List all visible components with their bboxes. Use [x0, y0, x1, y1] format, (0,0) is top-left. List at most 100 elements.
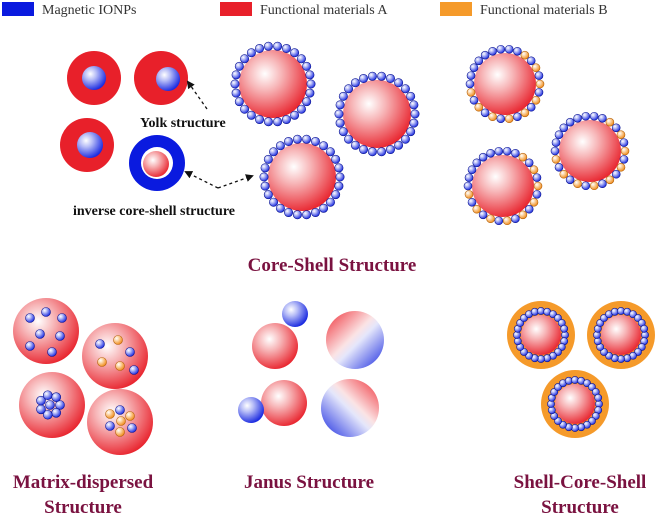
- matrix-dispersed-title-line2: Structure: [44, 497, 122, 518]
- magnetic-nanoparticle: [480, 108, 490, 118]
- magnetic-nanoparticle: [325, 147, 335, 157]
- magnetic-nanoparticle: [496, 114, 506, 124]
- material-b-nanoparticle: [589, 181, 599, 191]
- magnetic-nanoparticle: [57, 313, 67, 323]
- magnetic-nanoparticle: [554, 130, 564, 140]
- core: [601, 315, 641, 355]
- janus-dimer: [238, 380, 307, 426]
- magnetic-nanoparticle: [472, 158, 482, 168]
- magnetic-nanoparticle: [51, 408, 62, 418]
- magnetic-nanoparticle: [611, 169, 621, 179]
- magnetic-nanoparticle: [55, 400, 65, 410]
- magnetic-nanoparticle: [51, 392, 62, 402]
- material-b-nanoparticle: [115, 361, 125, 371]
- magnetic-nanoparticle: [350, 140, 360, 150]
- core: [239, 50, 307, 118]
- magnetic-nanoparticle: [240, 54, 250, 64]
- magnetic-nanoparticle: [467, 197, 477, 207]
- magnetic-nanoparticle: [554, 162, 564, 172]
- magnetic-nanoparticle: [263, 190, 273, 200]
- magnetic-nanoparticle: [469, 95, 479, 105]
- magnetic-nanoparticle: [464, 173, 474, 182]
- material-b-nanoparticle: [504, 114, 514, 124]
- legend-swatch-magnetic: [2, 2, 34, 16]
- magnetic-nanoparticle: [524, 204, 534, 214]
- magnetic-nanoparticle: [42, 409, 53, 420]
- magnetic-nanoparticle: [273, 41, 283, 51]
- magnetic-nanoparticle: [296, 104, 306, 114]
- magnetic-nanoparticle: [275, 141, 285, 151]
- magnetic-nanoparticle: [504, 44, 514, 54]
- magnetic-nanoparticle: [231, 88, 241, 98]
- magnetic-nanoparticle: [115, 405, 125, 415]
- magnetic-nanoparticle: [619, 138, 629, 147]
- magnetic-nanoparticle: [292, 134, 302, 144]
- magnetic-nanoparticle: [231, 70, 241, 80]
- magnetic-nanoparticle: [25, 313, 35, 323]
- material-b-nanoparticle: [472, 204, 482, 214]
- legend-swatch-material-a: [220, 2, 252, 16]
- magnetic-nanoparticle: [465, 79, 475, 89]
- material-b-nanoparticle: [605, 175, 615, 185]
- magnetic-nanoparticle: [260, 163, 270, 173]
- material-b-nanoparticle: [605, 117, 615, 127]
- legend: Magnetic IONPs Functional materials A Fu…: [2, 2, 608, 18]
- material-b-nanoparticle: [474, 102, 484, 112]
- magnetic-nanoparticle: [292, 210, 302, 220]
- magnetic-nanoparticle: [240, 104, 250, 114]
- janus-sphere: [326, 311, 384, 369]
- magnetic-nanoparticle: [494, 216, 504, 226]
- magnetic-nanoparticle: [550, 146, 560, 156]
- magnetic-nanoparticle: [480, 50, 490, 60]
- magnetic-nanoparticle: [334, 181, 344, 191]
- magnetic-nanoparticle: [310, 136, 320, 146]
- magnetic-nanoparticle: [319, 203, 329, 213]
- magnetic-nanoparticle: [486, 148, 495, 158]
- magnetic-nanoparticle: [344, 84, 354, 94]
- magnetic-nanoparticle: [560, 324, 569, 333]
- material-b-nanoparticle: [533, 181, 543, 191]
- magnetic-nanoparticle: [259, 172, 269, 182]
- core-shell-b-particles: [463, 44, 630, 226]
- magnetic-nanoparticle: [344, 134, 354, 144]
- shell-core-shell-particle: [587, 301, 655, 369]
- magnetic-nanoparticle: [305, 70, 315, 80]
- magnetic-nanoparticle: [594, 393, 603, 402]
- yolk-particle: [67, 51, 121, 105]
- magnetic-nanoparticle: [513, 46, 522, 56]
- magnetic-nanoparticle: [36, 404, 46, 415]
- magnetic-nanoparticle: [255, 115, 265, 125]
- magnetic-nanoparticle: [474, 56, 484, 66]
- magnetic-nanoparticle: [255, 43, 265, 53]
- magnetic-nanoparticle: [565, 175, 575, 185]
- magnetic-nanoparticle: [350, 78, 360, 88]
- matrix-dispersed-title-line1: Matrix-dispersed: [13, 472, 154, 493]
- material-b-nanoparticle: [518, 152, 528, 162]
- core: [559, 120, 621, 182]
- magnetic-nanoparticle: [524, 158, 534, 168]
- magnetic-nanoparticle: [478, 152, 488, 162]
- magnetic-nanoparticle: [273, 117, 283, 127]
- core-shell-b-particle: [463, 146, 543, 226]
- magnetic-nanoparticle: [310, 208, 320, 218]
- magnetic-nanoparticle: [359, 73, 369, 83]
- material-b-nanoparticle: [573, 179, 582, 189]
- magnetic-nanoparticle: [532, 173, 542, 182]
- magnetic-nanoparticle: [302, 61, 312, 71]
- magnetic-nanoparticle: [400, 84, 410, 94]
- material-b-nanoparticle: [464, 190, 474, 199]
- magnetic-nanoparticle: [275, 203, 285, 213]
- inverse-core-shell-particle: [129, 135, 185, 191]
- magnetic-nanoparticle: [284, 136, 294, 146]
- material-b-nanoparticle: [502, 216, 512, 226]
- magnetic-nanoparticle: [281, 115, 291, 125]
- magnetic-nanoparticle: [335, 172, 345, 182]
- magnetic-nanoparticle: [467, 165, 477, 175]
- magnetic-nanoparticle: [296, 54, 306, 64]
- magnetic-nanoparticle: [377, 71, 387, 81]
- magnetic-nanoparticle: [551, 138, 561, 147]
- magnetic-nanoparticle: [385, 73, 395, 83]
- magnetic-nanoparticle: [598, 113, 607, 123]
- core: [343, 80, 411, 148]
